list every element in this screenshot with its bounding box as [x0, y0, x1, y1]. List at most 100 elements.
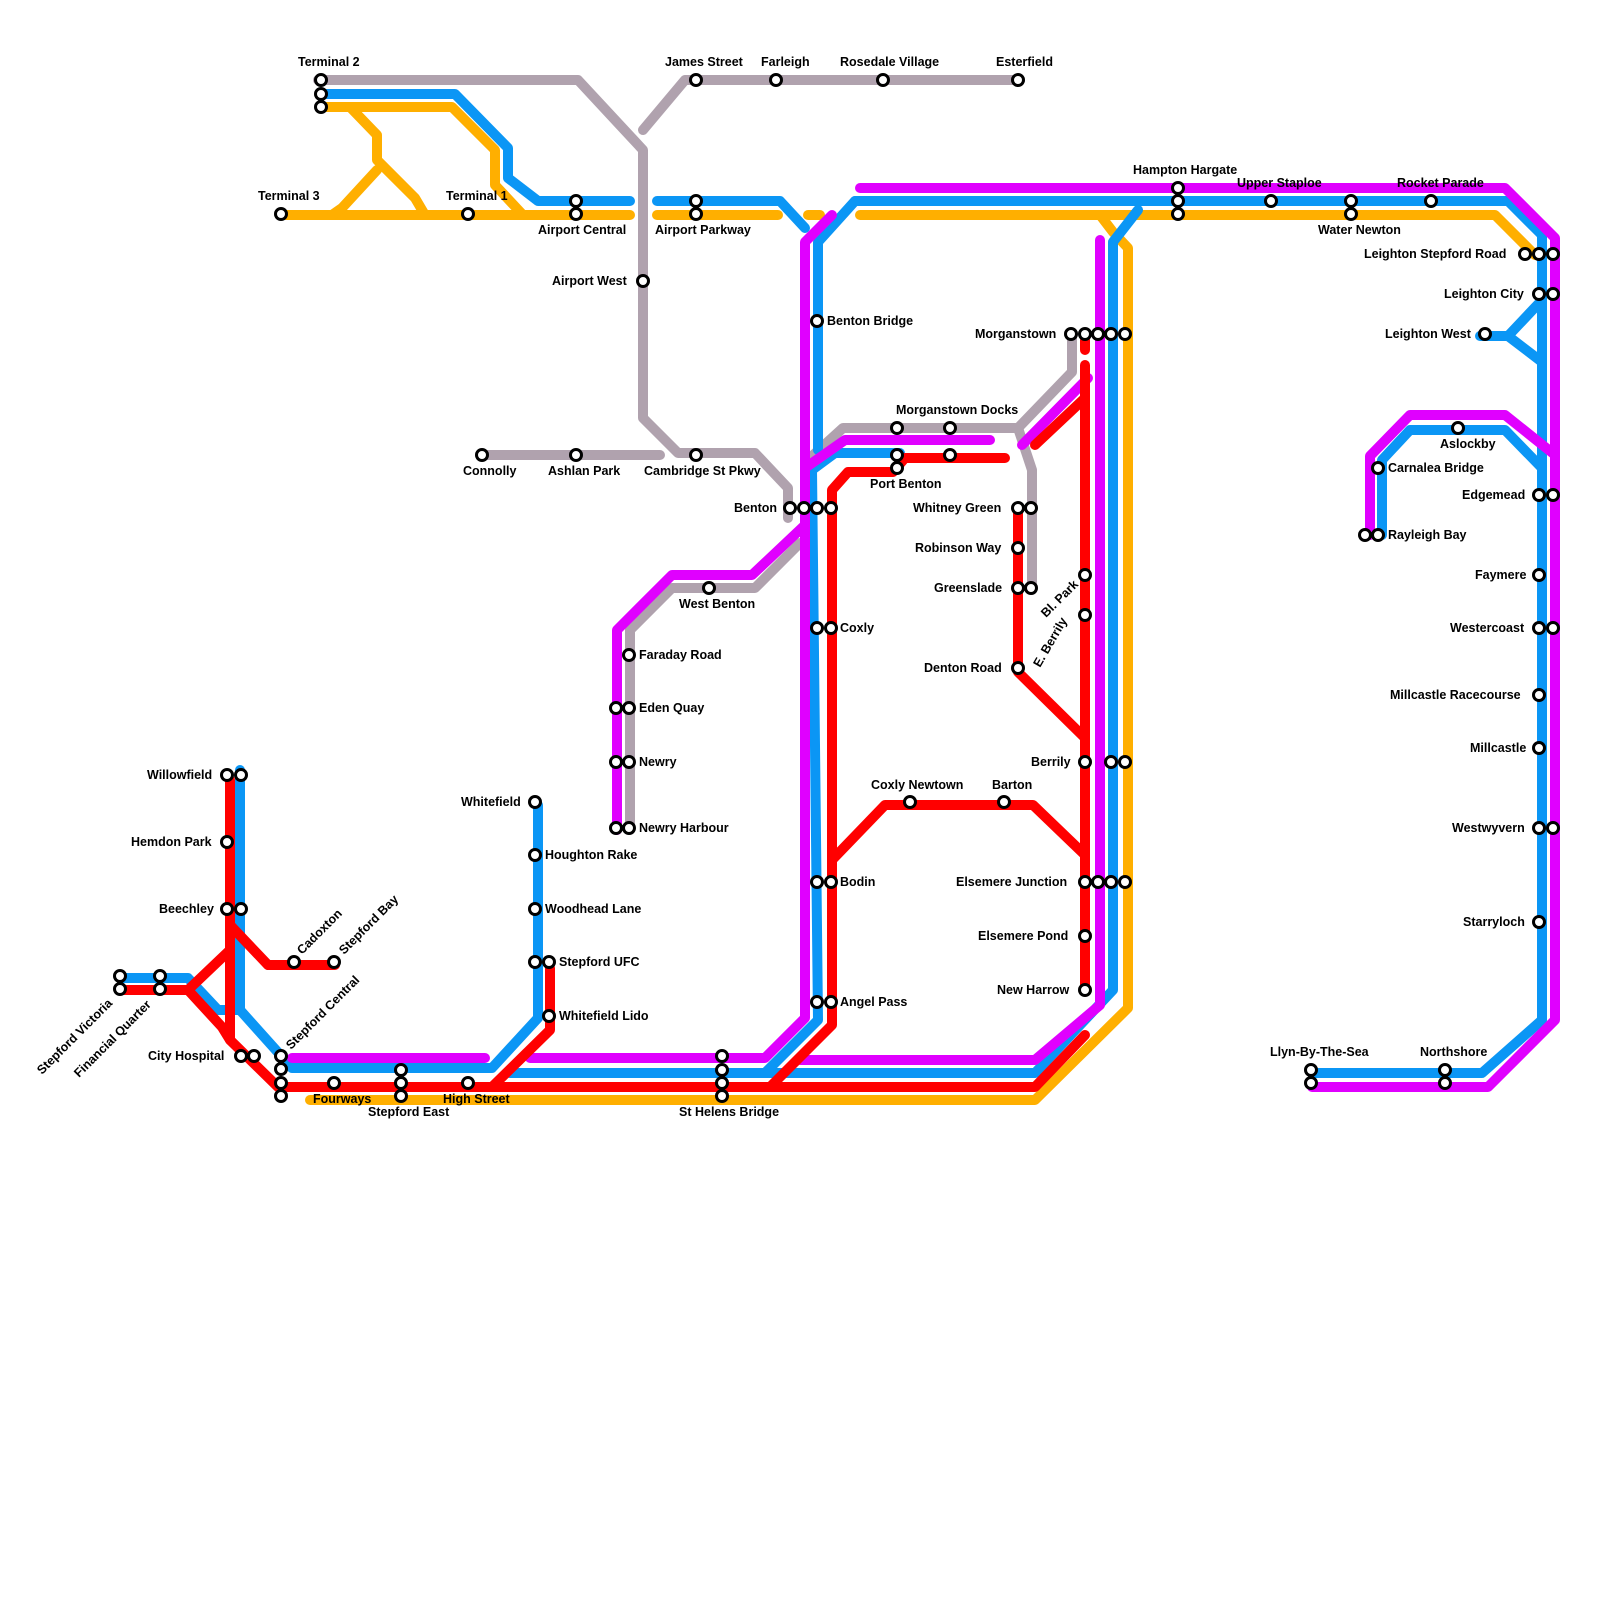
station-robinson-way[interactable]: Robinson Way: [915, 541, 1024, 555]
station-stepford-bay[interactable]: Stepford Bay: [329, 892, 402, 967]
station-label: Morganstown: [975, 327, 1056, 341]
station-label: E. Berrily: [1030, 615, 1070, 670]
station-label: Hampton Hargate: [1133, 163, 1237, 177]
station-label: Whitefield Lido: [559, 1009, 649, 1023]
station-eden-quay[interactable]: Eden Quay: [611, 701, 705, 715]
station-leighton-city[interactable]: Leighton City: [1444, 287, 1559, 301]
station-label: Carnalea Bridge: [1388, 461, 1484, 475]
station-label: Greenslade: [934, 581, 1002, 595]
station-label: Hemdon Park: [131, 835, 212, 849]
station-benton-bridge[interactable]: Benton Bridge: [812, 314, 914, 328]
station-label: Stepford Bay: [336, 892, 401, 957]
station-newry-harbour[interactable]: Newry Harbour: [611, 821, 729, 835]
station-label: Rocket Parade: [1397, 176, 1484, 190]
station-millcastle-racecourse[interactable]: Millcastle Racecourse: [1390, 688, 1545, 702]
station-label: Airport Parkway: [655, 223, 751, 237]
station-label: Denton Road: [924, 661, 1002, 675]
magenta-line-segment: [860, 188, 1555, 1087]
station-whitney-green[interactable]: Whitney Green: [913, 501, 1037, 515]
station-label: Ashlan Park: [548, 464, 620, 478]
station-morganstown[interactable]: Morganstown: [975, 327, 1131, 341]
station-elsemere-pond[interactable]: Elsemere Pond: [978, 929, 1091, 943]
station-label: Berrily: [1031, 755, 1071, 769]
station-label: St Helens Bridge: [679, 1105, 779, 1119]
station-label: Newry: [639, 755, 677, 769]
station-label: Morganstown Docks: [896, 403, 1018, 417]
red-line-segment: [832, 805, 1085, 860]
station-angel-pass[interactable]: Angel Pass: [812, 995, 908, 1009]
station-woodhead-lane[interactable]: Woodhead Lane: [530, 902, 642, 916]
station-label: Millcastle: [1470, 741, 1526, 755]
station-label: West Benton: [679, 597, 755, 611]
station-label: Robinson Way: [915, 541, 1001, 555]
station-westwyvern[interactable]: Westwyvern: [1452, 821, 1559, 835]
station-llyn-by-the-sea[interactable]: Llyn-By-The-Sea: [1270, 1045, 1370, 1089]
station-leighton-stepford-road[interactable]: Leighton Stepford Road: [1364, 247, 1559, 261]
station-rayleigh-bay[interactable]: Rayleigh Bay: [1360, 528, 1467, 542]
blue-line-segment: [1508, 336, 1542, 362]
station-label: Stepford UFC: [559, 955, 640, 969]
station-faymere[interactable]: Faymere: [1475, 568, 1545, 582]
station-millcastle[interactable]: Millcastle: [1470, 741, 1545, 755]
station-faraday-road[interactable]: Faraday Road: [624, 648, 722, 662]
station-willowfield[interactable]: Willowfield: [147, 768, 247, 782]
blue-line-segment: [1312, 468, 1542, 1073]
station-label: Whitney Green: [913, 501, 1001, 515]
station-whitefield[interactable]: Whitefield: [461, 795, 541, 809]
station-label: Northshore: [1420, 1045, 1487, 1059]
station-benton[interactable]: Benton: [734, 501, 837, 515]
station-label: New Harrow: [997, 983, 1070, 997]
station-label: Whitefield: [461, 795, 521, 809]
station-fourways[interactable]: Fourways: [313, 1078, 371, 1107]
station-label: James Street: [665, 55, 744, 69]
station-label: Newry Harbour: [639, 821, 729, 835]
station-label: Elsemere Pond: [978, 929, 1068, 943]
station-airport-west[interactable]: Airport West: [552, 274, 649, 288]
station-westercoast[interactable]: Westercoast: [1450, 621, 1559, 635]
station-whitefield-lido[interactable]: Whitefield Lido: [544, 1009, 649, 1023]
station-label: Stepford Central: [283, 973, 362, 1052]
station-coxly[interactable]: Coxly: [812, 621, 875, 635]
grey-line-segment: [643, 80, 1020, 130]
station-berrily[interactable]: Berrily: [1031, 755, 1131, 769]
station-label: Beechley: [159, 902, 214, 916]
station-northshore[interactable]: Northshore: [1420, 1045, 1487, 1089]
station-label: Coxly Newtown: [871, 778, 963, 792]
orange-line: [282, 107, 1535, 1100]
station-label: Rosedale Village: [840, 55, 939, 69]
station-label: Connolly: [463, 464, 517, 478]
station-starryloch[interactable]: Starryloch: [1463, 915, 1545, 929]
station-label: Woodhead Lane: [545, 902, 641, 916]
station-label: Westercoast: [1450, 621, 1525, 635]
station-label: Water Newton: [1318, 223, 1401, 237]
station-stepford-ufc[interactable]: Stepford UFC: [530, 955, 640, 969]
station-carnalea-bridge[interactable]: Carnalea Bridge: [1373, 461, 1484, 475]
station-new-harrow[interactable]: New Harrow: [997, 983, 1091, 997]
station-bodin[interactable]: Bodin: [812, 875, 876, 889]
station-label: Faymere: [1475, 568, 1526, 582]
station-label: Financial Quarter: [71, 997, 154, 1080]
station-label: Stepford Victoria: [34, 995, 116, 1077]
station-label: Houghton Rake: [545, 848, 637, 862]
station-leighton-west[interactable]: Leighton West: [1385, 327, 1491, 341]
magenta-line: [292, 188, 1555, 1087]
station-label: Airport Central: [538, 223, 626, 237]
station-city-hospital[interactable]: City Hospital: [148, 1049, 260, 1063]
station-label: Cambridge St Pkwy: [644, 464, 761, 478]
station-houghton-rake[interactable]: Houghton Rake: [530, 848, 638, 862]
station-newry[interactable]: Newry: [611, 755, 677, 769]
station-label: Bodin: [840, 875, 875, 889]
station-label: Airport West: [552, 274, 628, 288]
station-label: Esterfield: [996, 55, 1053, 69]
station-hemdon-park[interactable]: Hemdon Park: [131, 835, 233, 849]
station-label: Barton: [992, 778, 1032, 792]
station-label: Upper Staploe: [1237, 176, 1322, 190]
blue-line-segment: [240, 770, 538, 1068]
station-label: Coxly: [840, 621, 874, 635]
orange-line-segment: [332, 170, 377, 215]
station-denton-road[interactable]: Denton Road: [924, 661, 1024, 675]
station-label: City Hospital: [148, 1049, 224, 1063]
station-label: Millcastle Racecourse: [1390, 688, 1521, 702]
station-greenslade[interactable]: Greenslade: [934, 581, 1037, 595]
